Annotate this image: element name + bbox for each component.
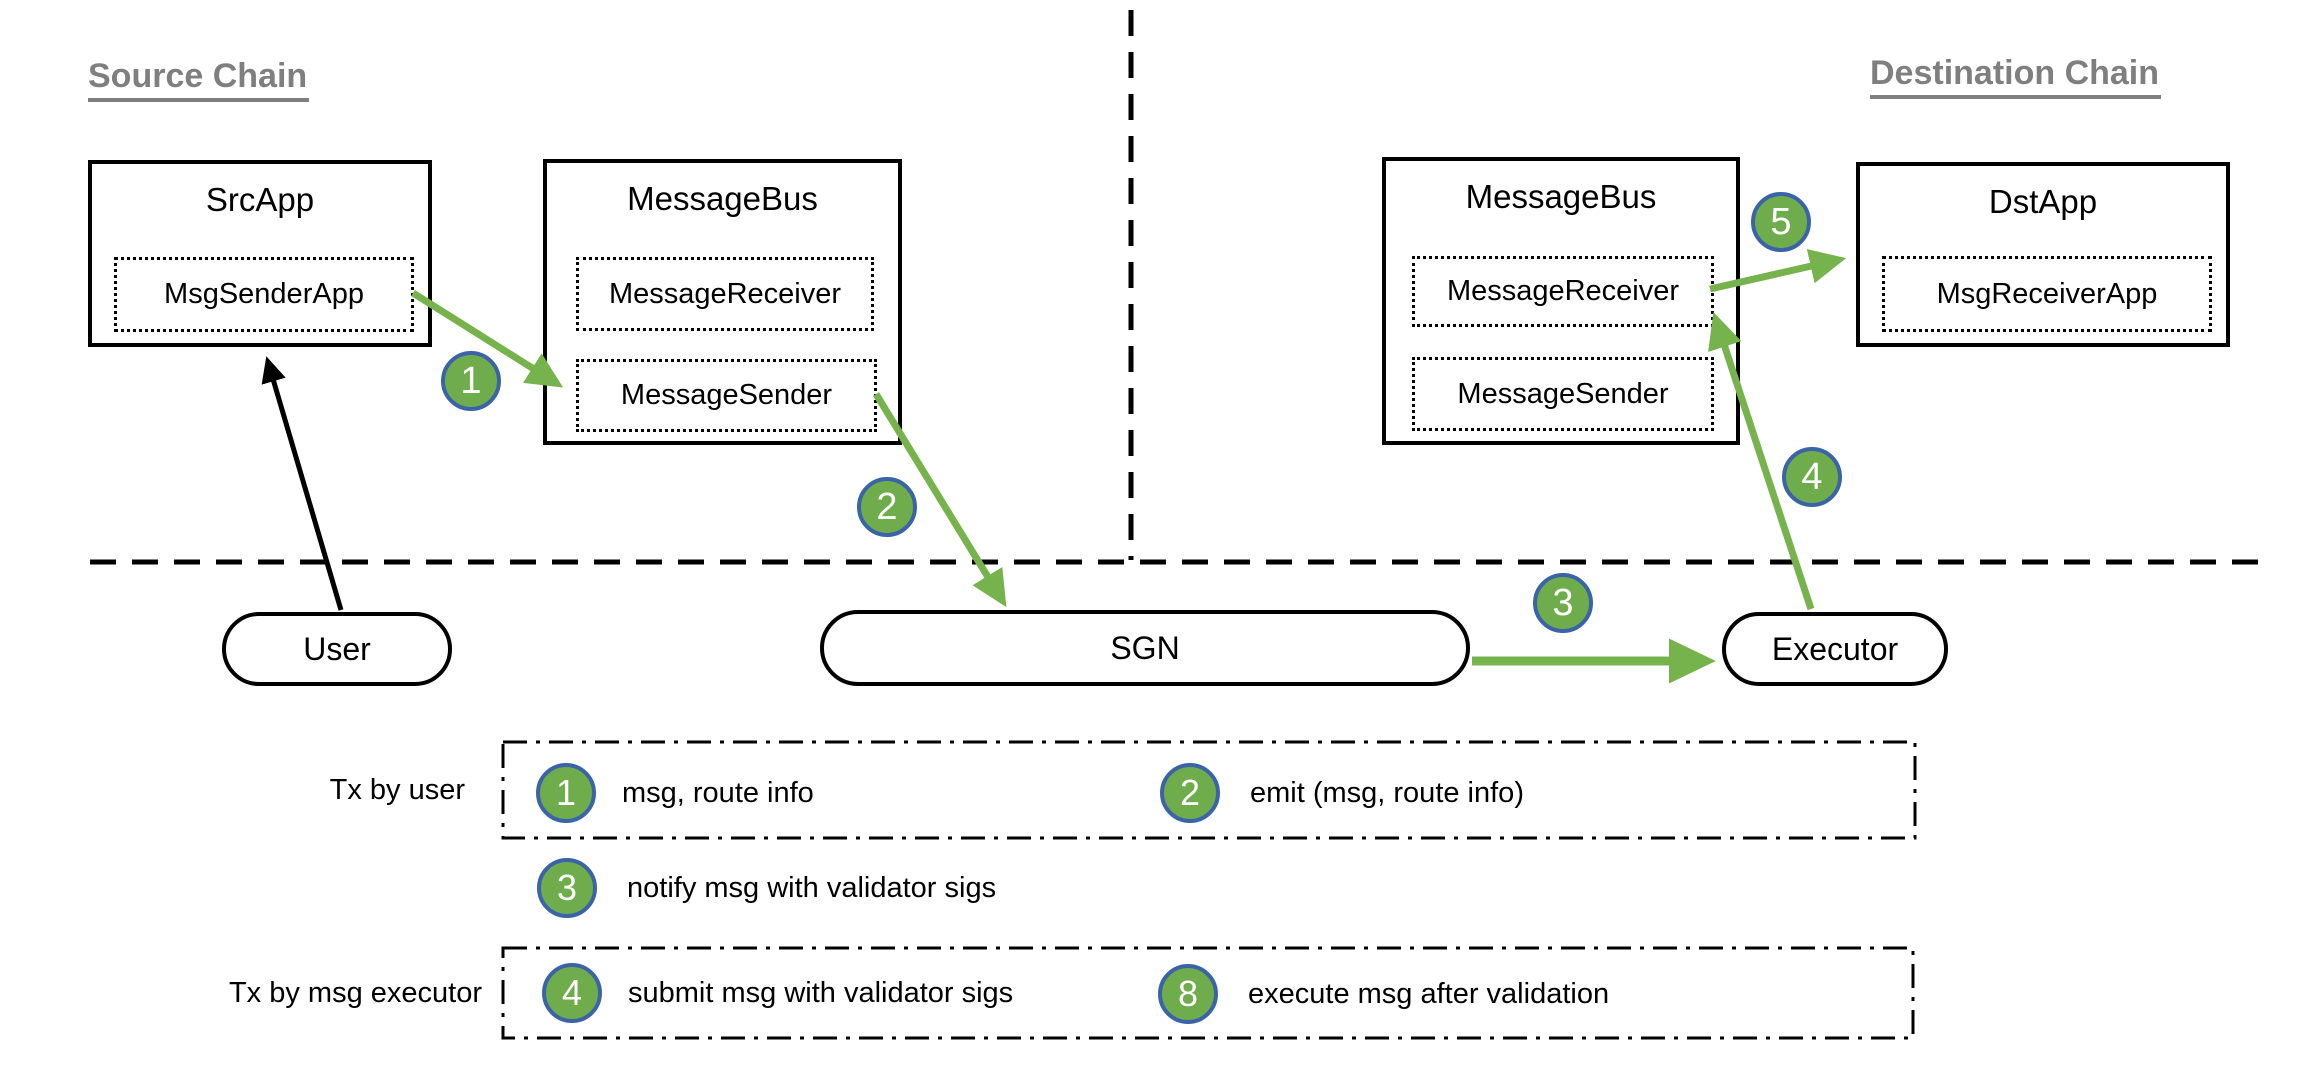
- source-message-sender-box: MessageSender: [576, 359, 877, 432]
- msg-sender-app-box: MsgSenderApp: [114, 257, 414, 332]
- dst-app-box: DstApp MsgReceiverApp: [1856, 162, 2230, 347]
- legend-label-tx-by-executor: Tx by msg executor: [228, 977, 482, 1009]
- legend-item-2-text: emit (msg, route info): [1250, 777, 1524, 809]
- destination-message-bus-title: MessageBus: [1465, 178, 1657, 215]
- legend-label-tx-by-user: Tx by user: [329, 774, 465, 806]
- step-badge-3: 3: [1533, 573, 1593, 633]
- legend-badge-3: 3: [537, 858, 597, 918]
- legend-badge-4: 4: [542, 963, 602, 1023]
- destination-message-sender-box: MessageSender: [1412, 357, 1714, 431]
- source-message-bus-box: MessageBus MessageReceiver MessageSender: [543, 159, 902, 445]
- destination-chain-heading: Destination Chain: [1870, 54, 2162, 100]
- source-message-receiver-box: MessageReceiver: [576, 257, 874, 331]
- dst-app-title: DstApp: [1988, 183, 2098, 220]
- destination-message-bus-box: MessageBus MessageReceiver MessageSender: [1382, 157, 1740, 445]
- legend-badge-8: 8: [1158, 964, 1218, 1024]
- executor-node: Executor: [1722, 612, 1948, 686]
- destination-message-receiver-box: MessageReceiver: [1412, 256, 1714, 327]
- step-badge-2: 2: [857, 477, 917, 537]
- legend-badge-1: 1: [536, 763, 596, 823]
- source-chain-heading: Source Chain: [88, 57, 310, 103]
- step-badge-4: 4: [1782, 447, 1842, 507]
- user-node: User: [222, 612, 452, 686]
- step-badge-5: 5: [1751, 192, 1811, 252]
- src-app-title: SrcApp: [205, 181, 315, 218]
- legend-item-4-text: submit msg with validator sigs: [628, 977, 1014, 1009]
- legend-badge-2: 2: [1160, 763, 1220, 823]
- msg-receiver-app-box: MsgReceiverApp: [1882, 256, 2212, 332]
- src-app-box: SrcApp MsgSenderApp: [88, 160, 432, 347]
- legend-item-3-text: notify msg with validator sigs: [627, 872, 997, 904]
- sgn-node: SGN: [820, 610, 1470, 686]
- step-badge-1: 1: [441, 351, 501, 411]
- legend-item-8-text: execute msg after validation: [1248, 978, 1610, 1010]
- source-message-bus-title: MessageBus: [627, 180, 818, 217]
- legend-item-1-text: msg, route info: [622, 777, 814, 809]
